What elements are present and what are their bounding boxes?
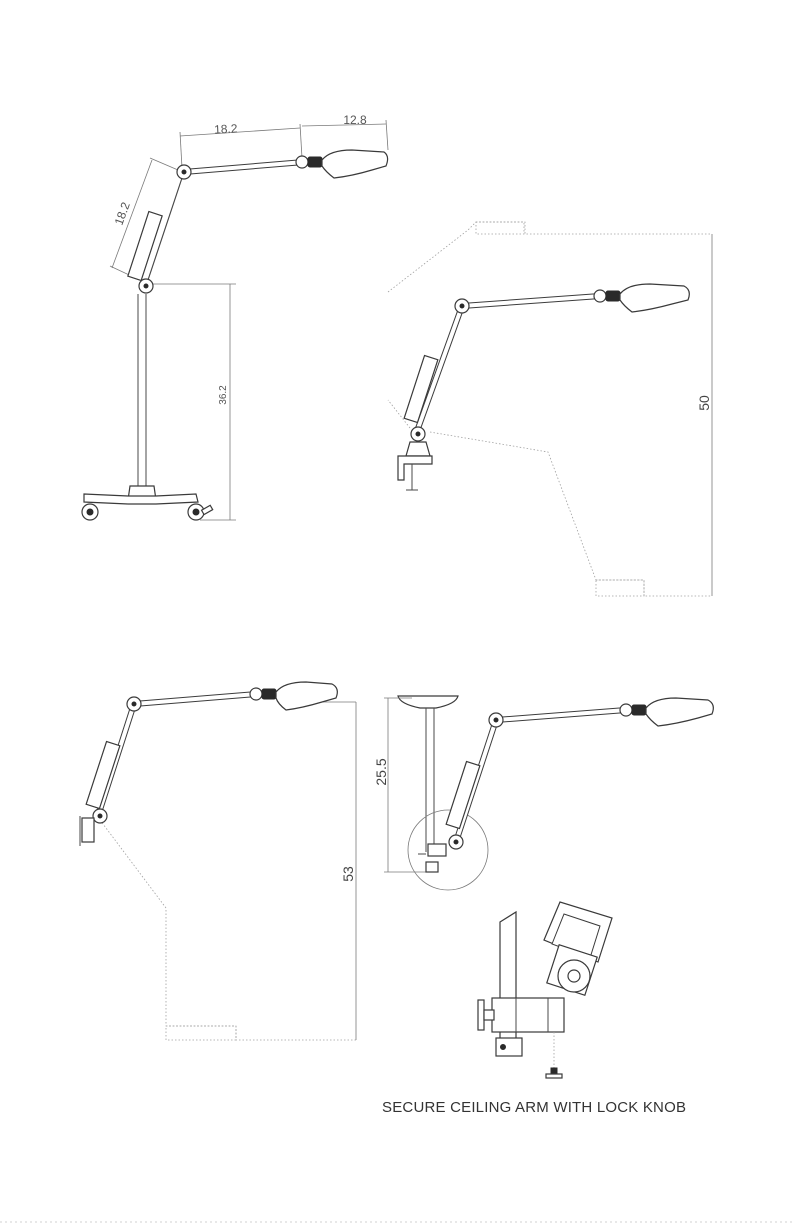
wall-bracket (80, 816, 94, 846)
dim-clamp-reach: 50 (696, 395, 712, 411)
clamp-lamp-arm (404, 284, 689, 441)
wall-lamp-arm (86, 682, 337, 823)
dim-floor-arm-head: 12.8 (343, 113, 367, 127)
dim-floor-arm-lower: 18.2 (112, 200, 133, 227)
clamp-mount-view: 50 (388, 222, 712, 596)
dim-wall-reach: 53 (340, 866, 356, 882)
floor-lamp-arm (128, 150, 388, 286)
lock-knob-detail (478, 902, 612, 1078)
dim-floor-arm-upper: 18.2 (214, 121, 238, 136)
wall-mount-view: 53 (80, 682, 356, 1040)
lock-knob-caption: SECURE CEILING ARM WITH LOCK KNOB (382, 1099, 686, 1116)
desk-clamp (398, 442, 432, 490)
ceiling-mount-view: 25.5 (373, 696, 713, 1078)
dim-floor-pole-height: 36.2 (218, 385, 229, 405)
ceiling-lamp-arm (418, 698, 713, 872)
floor-stand-view: 18.2 12.8 18.2 36.2 (82, 113, 388, 520)
dim-ceiling-drop: 25.5 (373, 758, 389, 785)
floor-stand-base (82, 279, 213, 520)
